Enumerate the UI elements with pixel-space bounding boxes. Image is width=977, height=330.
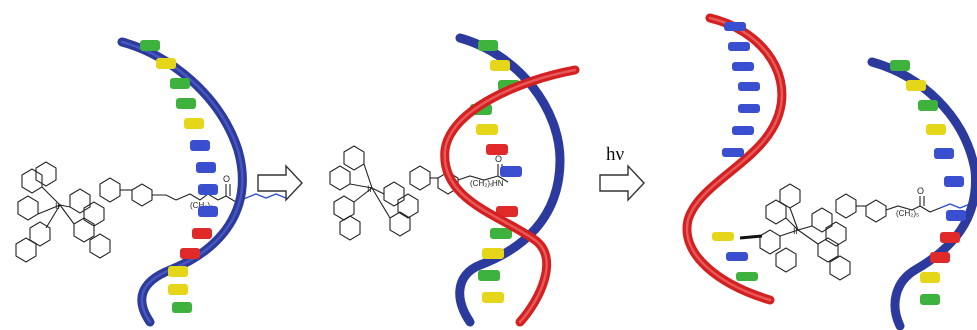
- chain-subscript-1: (CH₂)₅: [190, 201, 213, 210]
- dna-strand-blue-3: [867, 57, 977, 330]
- chain-subscript-2: (CH₂)₅: [470, 179, 493, 188]
- amide-hn-2: HN: [492, 179, 504, 188]
- amide-o-1: O: [223, 174, 230, 184]
- linker-3: [939, 203, 971, 209]
- linker-1: [245, 193, 287, 199]
- amide-o-2: O: [495, 154, 502, 164]
- metal-center-3: Ir: [793, 226, 799, 236]
- metal-center-2: Ir: [367, 184, 373, 194]
- reaction-arrow-2: [599, 164, 645, 202]
- bases-1: [140, 40, 218, 313]
- panel-1: Ir (CH₂)₅ O H: [15, 37, 287, 327]
- iridium-complex-2: [329, 145, 509, 241]
- panel-2: Ir (CH₂)₅ O HN: [329, 33, 580, 327]
- reaction-arrow-1: [257, 164, 303, 202]
- broken-linker-3: [739, 234, 763, 240]
- dna-strand-blue-2: [455, 33, 565, 327]
- bases-3a: [712, 22, 760, 281]
- amide-o-3: O: [917, 186, 924, 196]
- metal-center-1: Ir: [55, 201, 61, 211]
- chain-subscript-3: (CH₂)₅: [896, 209, 919, 218]
- panel-3: Ir (CH₂)₅ O: [682, 13, 977, 330]
- bases-3b: [890, 60, 966, 305]
- iridium-complex-3: [759, 183, 941, 281]
- hv-label: hν: [606, 144, 625, 165]
